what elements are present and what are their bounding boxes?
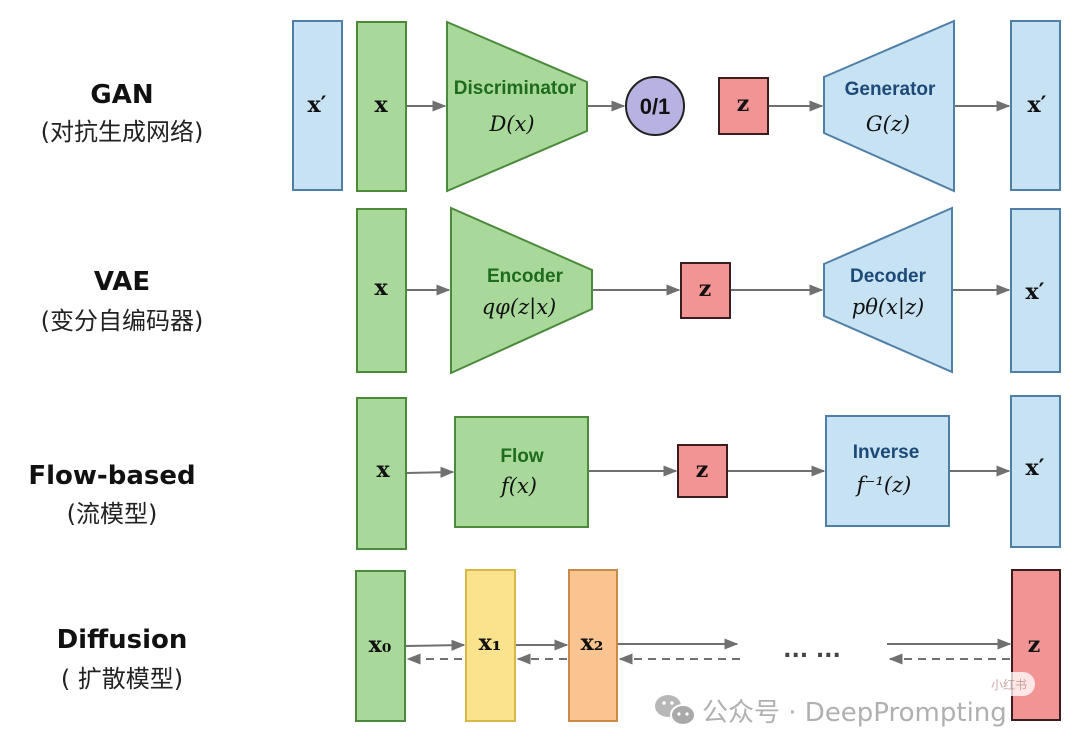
gan-output-circle xyxy=(625,76,685,136)
vae-x-label: x xyxy=(374,275,388,301)
generator-label: Generator xyxy=(845,79,936,100)
decoder-label: Decoder xyxy=(850,266,927,287)
diffusion-x1-block xyxy=(465,569,516,722)
vae-z-label: z xyxy=(699,276,712,302)
gan-x-prime-right-block xyxy=(1010,20,1061,191)
watermark: 公众号 · DeepPrompting 小红书 xyxy=(655,672,1035,728)
diffusion-x2-label: x₂ xyxy=(581,630,604,656)
inverse-fn: f⁻¹(z) xyxy=(855,473,912,497)
vae-row: x Encoder qφ(z|x) z Decoder pθ(x|z) x′ xyxy=(356,206,1061,375)
gan-output-label: 0/1 xyxy=(640,94,671,119)
diffusion-title: Diffusion xyxy=(57,625,188,655)
flow-label: Flow xyxy=(500,446,543,467)
gan-row: x′ x Discriminator D(x) 0/1 z Generator … xyxy=(292,19,1061,193)
gan-x-block xyxy=(356,21,407,192)
gan-z-block xyxy=(718,77,769,135)
discriminator-fn: D(x) xyxy=(488,112,534,136)
inverse-block xyxy=(825,415,950,527)
diffusion-subtitle: ( 扩散模型) xyxy=(61,665,183,693)
vae-x-block xyxy=(356,208,407,373)
gan-x-prime-left-block xyxy=(292,20,343,191)
flow-z-block xyxy=(677,444,728,498)
diffusion-ellipsis: ... ... xyxy=(783,638,841,663)
vae-x-prime-label: x′ xyxy=(1026,279,1045,305)
encoder-fn: qφ(z|x) xyxy=(482,295,557,320)
flow-z-label: z xyxy=(696,457,709,483)
diffusion-x0-block xyxy=(355,570,406,722)
gan-subtitle: (对抗生成网络) xyxy=(41,118,204,146)
discriminator-label: Discriminator xyxy=(454,78,577,99)
gan-z-label: z xyxy=(737,91,750,117)
watermark-badge: 小红书 xyxy=(991,677,1027,692)
flow-subtitle: (流模型) xyxy=(67,500,158,528)
vae-title: VAE xyxy=(94,267,150,297)
watermark-badge-bg xyxy=(983,672,1035,696)
flow-fn: f(x) xyxy=(499,474,537,498)
row-label-diffusion: Diffusion ( 扩散模型) xyxy=(57,625,188,693)
encoder-block xyxy=(450,206,593,375)
vae-z-block xyxy=(680,262,731,319)
flow-x-block xyxy=(356,397,407,550)
diffusion-row: x₀ x₁ x₂ ... ... z xyxy=(355,569,1061,722)
row-label-flow: Flow-based (流模型) xyxy=(28,461,195,528)
row-label-vae: VAE (变分自编码器) xyxy=(41,267,204,335)
diffusion-z-block xyxy=(1011,569,1061,721)
decoder-fn: pθ(x|z) xyxy=(852,295,924,320)
flow-title: Flow-based xyxy=(28,461,195,491)
diffusion-forward-arrow-0-1 xyxy=(405,639,466,651)
vae-subtitle: (变分自编码器) xyxy=(41,307,204,335)
diffusion-x2-block xyxy=(568,569,618,722)
wechat-icon xyxy=(655,695,696,726)
encoder-label: Encoder xyxy=(487,266,564,287)
gan-title: GAN xyxy=(90,80,153,110)
gan-x-label: x xyxy=(374,92,388,118)
generator-fn: G(z) xyxy=(866,112,910,136)
discriminator-block xyxy=(446,20,588,193)
flow-x-prime-block xyxy=(1010,395,1061,548)
vae-x-prime-block xyxy=(1010,208,1061,373)
diffusion-z-label: z xyxy=(1028,632,1041,658)
flow-block xyxy=(454,416,589,528)
diffusion-x0-label: x₀ xyxy=(369,632,392,658)
diffusion-x1-label: x₁ xyxy=(479,630,502,656)
flow-arrow-x-to-flow xyxy=(406,466,455,478)
row-label-gan: GAN (对抗生成网络) xyxy=(41,80,204,146)
gan-x-prime-right-label: x′ xyxy=(1028,92,1047,118)
flow-row: x Flow f(x) z Inverse f⁻¹(z) x′ xyxy=(356,395,1061,550)
decoder-block xyxy=(823,206,953,374)
gan-x-prime-left-label: x′ xyxy=(308,92,327,118)
flow-x-prime-label: x′ xyxy=(1026,455,1045,481)
flow-x-label: x xyxy=(376,457,390,483)
inverse-label: Inverse xyxy=(853,442,920,463)
generator-block xyxy=(823,19,955,193)
watermark-text: 公众号 · DeepPrompting xyxy=(702,698,1007,728)
